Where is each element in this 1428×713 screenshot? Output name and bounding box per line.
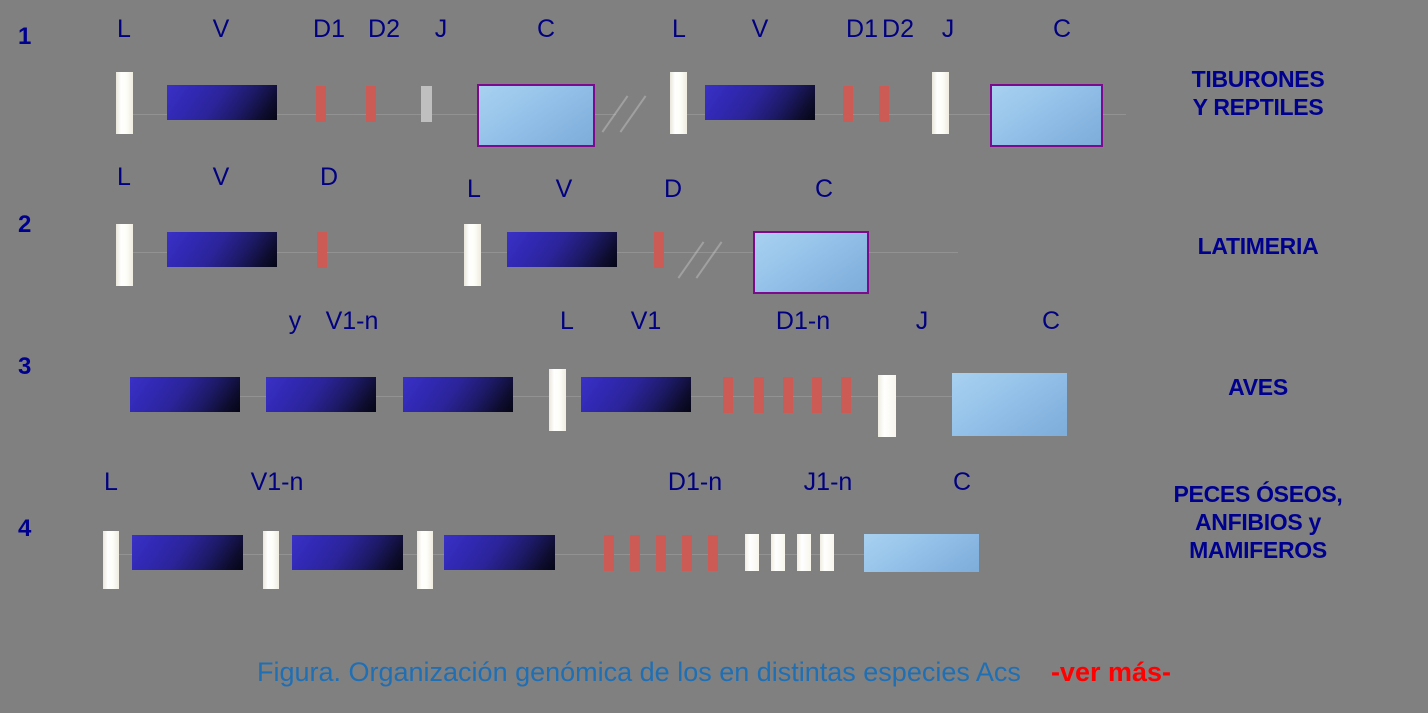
segment-d3 (783, 377, 793, 413)
segment-v1 (132, 535, 243, 570)
segment-v (705, 85, 815, 120)
gene-label-r3-j: J (915, 307, 929, 335)
segment-v (167, 85, 277, 120)
segment-l3 (417, 531, 438, 594)
gene-label-r2-l2: L (467, 175, 481, 203)
segment-v (507, 232, 617, 267)
segment-d4 (682, 535, 692, 571)
segment-d1 (316, 86, 326, 122)
gene-label-r2-d1: D (319, 163, 339, 191)
row-number-2: 2 (18, 211, 32, 238)
segment-j (421, 86, 432, 122)
gene-label-r3-y: y (288, 307, 302, 335)
row-number-1: 1 (18, 23, 32, 50)
segment-l (116, 72, 138, 139)
row-number-3: 3 (18, 353, 32, 380)
species-label-2: LATIMERIA (1198, 232, 1319, 260)
connector-line (676, 114, 1126, 115)
species-line: AVES (1228, 374, 1288, 400)
segment-c (952, 373, 1074, 443)
segment-j (932, 72, 954, 139)
segment-d5 (708, 535, 718, 571)
species-line: PECES ÓSEOS, (1173, 481, 1343, 507)
connector-line (126, 252, 466, 253)
segment-v (167, 232, 277, 267)
segment-d2 (630, 535, 640, 571)
segment-d2 (879, 86, 889, 122)
gene-label-r4-d1n: D1-n (667, 468, 723, 496)
segment-d (654, 232, 664, 268)
segment-c (864, 534, 979, 572)
gene-label-r2-l1: L (117, 163, 131, 191)
gene-label-r1-d3: D1 (846, 15, 878, 43)
row-number-4: 4 (18, 515, 32, 542)
species-line: TIBURONES (1191, 66, 1325, 92)
species-line: Y REPTILES (1192, 94, 1324, 121)
gene-label-r2-v1: V (212, 163, 230, 191)
caption-see-more-link[interactable]: -ver más- (1050, 657, 1172, 687)
segment-c (477, 84, 600, 152)
segment-d (317, 232, 327, 268)
caption-main-text: Figura. Organización genómica de los en … (256, 657, 1021, 687)
species-label-4: PECES ÓSEOS, ANFIBIOS y MAMIFEROS (1174, 480, 1343, 564)
species-line: MAMIFEROS (1189, 537, 1327, 564)
connector-line (468, 252, 958, 253)
segment-d1 (604, 535, 614, 571)
segment-d2 (366, 86, 376, 122)
segment-l1 (103, 531, 124, 594)
species-label-1: TIBURONES Y REPTILES (1192, 65, 1325, 121)
gene-label-r1-d2: D2 (368, 15, 400, 43)
segment-l (549, 369, 571, 436)
gene-label-r4-l: L (104, 468, 118, 496)
segment-l2 (263, 531, 284, 594)
segment-d4 (812, 377, 822, 413)
gene-label-r1-v1: V (212, 15, 230, 43)
gene-label-r1-d4: D2 (882, 15, 914, 43)
segment-v (403, 377, 513, 412)
gene-label-r1-v2: V (751, 15, 769, 43)
species-line: LATIMERIA (1197, 233, 1319, 259)
gene-label-r1-j2: J (941, 15, 955, 43)
segment-d1 (723, 377, 733, 413)
gene-label-r3-v1n: V1-n (325, 307, 379, 335)
segment-j4 (820, 534, 834, 571)
segment-c (753, 231, 874, 299)
segment-v (266, 377, 376, 412)
figure-caption: Figura. Organización genómica de los en … (0, 659, 1428, 686)
segment-d2 (754, 377, 764, 413)
segment-d1 (843, 86, 853, 122)
gene-label-r3-c: C (1041, 307, 1061, 335)
gene-label-r1-d1: D1 (313, 15, 345, 43)
segment-v3 (444, 535, 555, 570)
segment-j3 (797, 534, 811, 571)
gene-label-r1-c2: C (1052, 15, 1072, 43)
segment-j2 (771, 534, 785, 571)
gene-label-r4-v1n: V1-n (250, 468, 304, 496)
gene-label-r3-l: L (560, 307, 574, 335)
segment-c (990, 84, 1108, 152)
species-label-3: AVES (1228, 373, 1288, 401)
segment-v (130, 377, 240, 412)
gene-label-r1-l1: L (117, 15, 131, 43)
segment-d3 (656, 535, 666, 571)
gene-label-r2-v2: V (555, 175, 573, 203)
segment-l (464, 224, 486, 291)
segment-v (581, 377, 691, 412)
segment-l (670, 72, 692, 139)
species-line: ANFIBIOS y (1194, 509, 1322, 536)
gene-label-r3-v1: V1 (630, 307, 662, 335)
gene-label-r4-j1n: J1-n (803, 468, 853, 496)
gene-label-r4-c: C (952, 468, 972, 496)
gene-label-r2-c: C (814, 175, 834, 203)
gene-label-r2-d2: D (663, 175, 683, 203)
segment-l (116, 224, 138, 291)
gene-label-r1-l2: L (672, 15, 686, 43)
segment-j1 (745, 534, 759, 571)
segment-v2 (292, 535, 403, 570)
segment-d5 (841, 377, 851, 413)
gene-label-r1-c1: C (536, 15, 556, 43)
gene-label-r3-d1n: D1-n (775, 307, 831, 335)
segment-j (878, 375, 896, 437)
gene-label-r1-j1: J (434, 15, 448, 43)
